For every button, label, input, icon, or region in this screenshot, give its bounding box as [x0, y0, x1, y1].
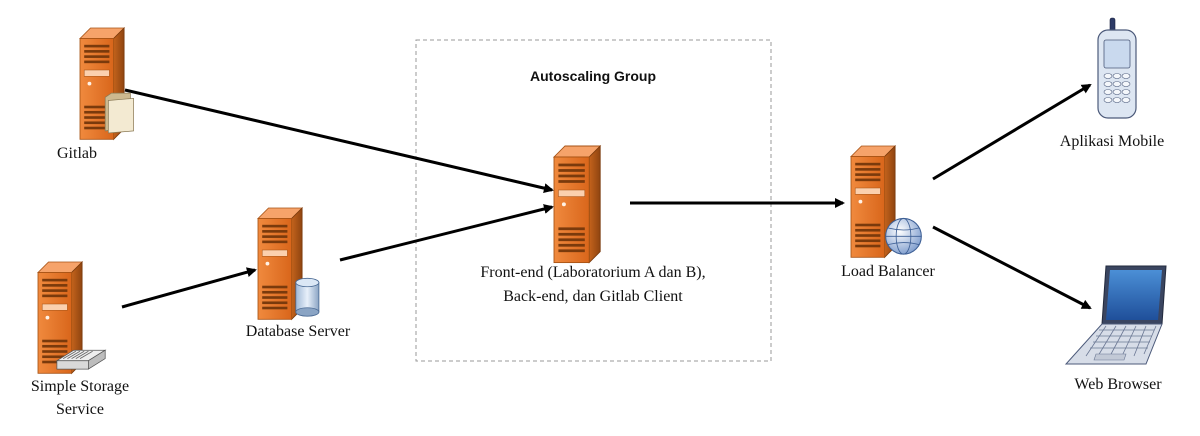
balancer-node: Load Balancer [841, 145, 936, 280]
database-cylinder-icon [295, 277, 320, 317]
folder-icon [104, 92, 134, 134]
autoscaling-group-title: Autoscaling Group [530, 68, 656, 84]
storage-node: Simple Storage Service [31, 261, 129, 418]
laptop-icon [1064, 265, 1167, 365]
globe-icon [885, 217, 922, 255]
server-globe-icon [850, 145, 922, 258]
server-folder-icon [79, 27, 134, 140]
arrow-database-to-app [339, 204, 554, 262]
storage-label-line2: Service [56, 401, 104, 418]
arrow-balancer-to-mobile [932, 83, 1092, 181]
connection-arrows [121, 83, 1092, 310]
database-label: Database Server [246, 323, 351, 340]
storage-label-line1: Simple Storage [31, 378, 129, 395]
gitlab-label: Gitlab [57, 145, 97, 162]
mobile-node: Aplikasi Mobile [1060, 17, 1164, 150]
server-storage-icon [37, 261, 107, 374]
server-icon [553, 145, 601, 264]
mobile-label: Aplikasi Mobile [1060, 133, 1164, 150]
app-node: Front-end (Laboratorium A dan B), Back-e… [480, 145, 706, 305]
browser-label: Web Browser [1074, 376, 1162, 393]
gitlab-node: Gitlab [57, 27, 134, 162]
autoscaling-group-box [415, 39, 772, 362]
balancer-label: Load Balancer [841, 263, 935, 280]
storage-drive-icon [55, 349, 107, 370]
app-label-line2: Back-end, dan Gitlab Client [503, 288, 683, 305]
arrow-storage-to-database [121, 267, 257, 309]
arrow-balancer-to-browser [932, 225, 1092, 310]
mobile-phone-icon [1097, 17, 1137, 119]
server-database-icon [257, 207, 320, 320]
database-node: Database Server [246, 207, 351, 340]
app-label-line1: Front-end (Laboratorium A dan B), [480, 264, 705, 281]
browser-node: Web Browser [1064, 265, 1167, 393]
arrow-gitlab-to-app [124, 88, 554, 194]
